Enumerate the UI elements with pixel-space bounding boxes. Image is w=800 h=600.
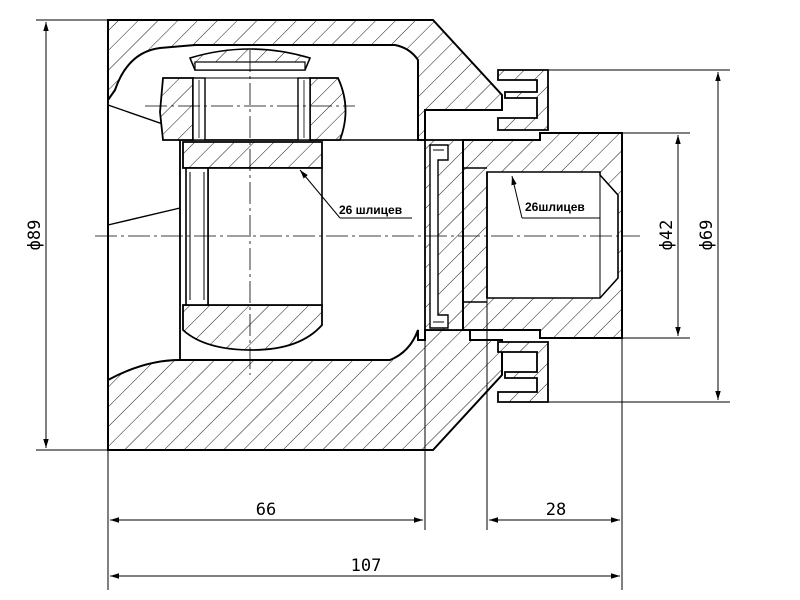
neck-seal — [424, 139, 464, 331]
extension-lines — [36, 19, 730, 590]
dim-stub-length: 28 — [546, 500, 566, 520]
dim-outer-diameter: ф89 — [25, 220, 45, 251]
centerlines — [95, 50, 640, 375]
outer-spline-leader — [511, 175, 600, 219]
dim-body-length: 66 — [256, 500, 276, 520]
flange-ring-top — [497, 69, 549, 131]
stub-shaft — [462, 132, 623, 339]
flange-ring-bottom — [497, 341, 549, 403]
inner-spline-note: 26 шлицев — [339, 203, 402, 217]
outer-spline-note: 26шлицев — [525, 200, 585, 214]
inner-hub — [182, 141, 323, 351]
dim-total-length: 107 — [351, 556, 382, 576]
housing-section — [107, 19, 503, 451]
tripod-roller — [159, 48, 347, 141]
dim-bore-diameter: ф42 — [657, 220, 677, 251]
dimension-lines — [43, 22, 721, 579]
inner-spline-leader — [299, 169, 412, 219]
dim-flange-diameter: ф69 — [697, 220, 717, 251]
